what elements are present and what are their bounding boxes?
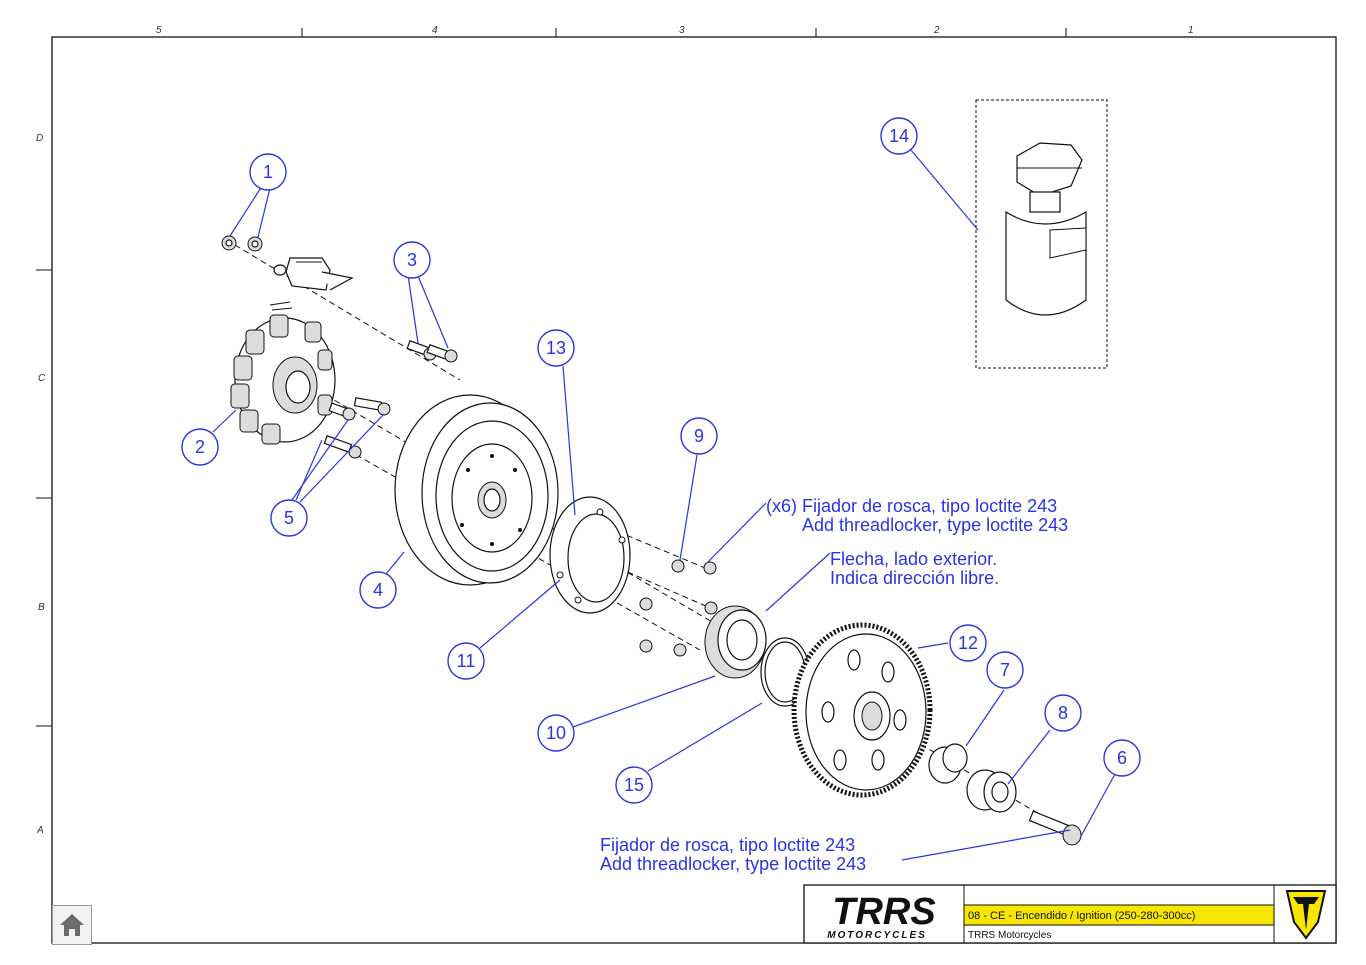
zone-col-3: 3 bbox=[679, 25, 685, 36]
callout-10: 10 bbox=[537, 714, 575, 752]
svg-text:15: 15 bbox=[624, 775, 644, 795]
part-12-starter-gear bbox=[791, 622, 933, 798]
leader-lines bbox=[212, 149, 1116, 861]
svg-text:3: 3 bbox=[407, 250, 417, 270]
zone-row-a: A bbox=[36, 825, 44, 836]
part-1-pickup-assembly bbox=[221, 235, 354, 291]
callout-15: 15 bbox=[615, 766, 653, 804]
svg-text:13: 13 bbox=[546, 338, 566, 358]
zone-col-2: 2 bbox=[933, 25, 940, 36]
callout-9: 9 bbox=[680, 417, 718, 455]
zone-col-1: 1 bbox=[1188, 25, 1194, 36]
title-block: TRRS MOTORCYCLES 08 - CE - Encendido / I… bbox=[803, 884, 1337, 944]
svg-text:4: 4 bbox=[373, 580, 383, 600]
note-arrow-es: Flecha, lado exterior. bbox=[830, 549, 997, 569]
callout-6: 6 bbox=[1103, 739, 1141, 777]
callout-14: 14 bbox=[880, 117, 918, 155]
callout-7: 7 bbox=[986, 651, 1024, 689]
part-9-screws bbox=[639, 559, 718, 657]
callout-11: 11 bbox=[447, 642, 485, 680]
trrs-logo-text: TRRS bbox=[832, 891, 935, 933]
zone-col-4: 4 bbox=[432, 25, 438, 36]
note-threadlocker-en: Add threadlocker, type loctite 243 bbox=[600, 854, 866, 874]
part-13-clutch-plate bbox=[549, 496, 631, 614]
note-threadlocker-x6-en: Add threadlocker, type loctite 243 bbox=[802, 515, 1068, 535]
svg-text:1: 1 bbox=[263, 162, 273, 182]
home-button[interactable] bbox=[52, 905, 92, 945]
part-4-flywheel bbox=[394, 394, 559, 586]
company-name: TRRS Motorcycles bbox=[968, 930, 1051, 941]
part-3-screws bbox=[406, 340, 458, 363]
trrs-shield-icon bbox=[1285, 890, 1327, 940]
part-2-stator bbox=[230, 301, 336, 445]
note-arrow-en: Indica dirección libre. bbox=[830, 568, 999, 588]
callout-1: 1 bbox=[249, 153, 287, 191]
svg-text:9: 9 bbox=[694, 426, 704, 446]
svg-text:12: 12 bbox=[958, 633, 978, 653]
callout-4: 4 bbox=[359, 571, 397, 609]
zone-col-5: 5 bbox=[156, 25, 162, 36]
part-6-bolt bbox=[1028, 810, 1082, 846]
home-icon bbox=[60, 914, 84, 936]
drawing-title: 08 - CE - Encendido / Ignition (250-280-… bbox=[968, 910, 1195, 922]
part-7-bushing bbox=[928, 743, 968, 784]
zone-row-d: D bbox=[36, 133, 43, 144]
zone-markers bbox=[36, 28, 1067, 727]
svg-text:11: 11 bbox=[457, 651, 476, 671]
callout-12: 12 bbox=[949, 624, 987, 662]
svg-text:6: 6 bbox=[1117, 748, 1127, 768]
part-8-spacer bbox=[966, 769, 1017, 813]
svg-text:2: 2 bbox=[195, 437, 205, 457]
svg-text:5: 5 bbox=[284, 508, 294, 528]
callout-3: 3 bbox=[393, 241, 431, 279]
callout-5: 5 bbox=[270, 499, 308, 537]
svg-text:7: 7 bbox=[1000, 660, 1010, 680]
zone-row-c: C bbox=[38, 373, 46, 384]
part-14-puller-tool bbox=[975, 99, 1108, 369]
zone-row-b: B bbox=[38, 602, 45, 613]
sheet-border bbox=[51, 36, 1337, 944]
svg-text:14: 14 bbox=[889, 126, 909, 146]
svg-text:8: 8 bbox=[1058, 703, 1068, 723]
part-10-bearing bbox=[704, 605, 767, 679]
callout-13: 13 bbox=[537, 329, 575, 367]
callout-2: 2 bbox=[181, 428, 219, 466]
svg-text:10: 10 bbox=[546, 723, 566, 743]
part-5-screws bbox=[323, 397, 391, 459]
note-threadlocker-es: Fijador de rosca, tipo loctite 243 bbox=[600, 835, 855, 855]
note-threadlocker-x6-es: (x6) Fijador de rosca, tipo loctite 243 bbox=[766, 496, 1057, 516]
callout-8: 8 bbox=[1044, 694, 1082, 732]
trrs-logo-sub: MOTORCYCLES bbox=[827, 930, 927, 941]
